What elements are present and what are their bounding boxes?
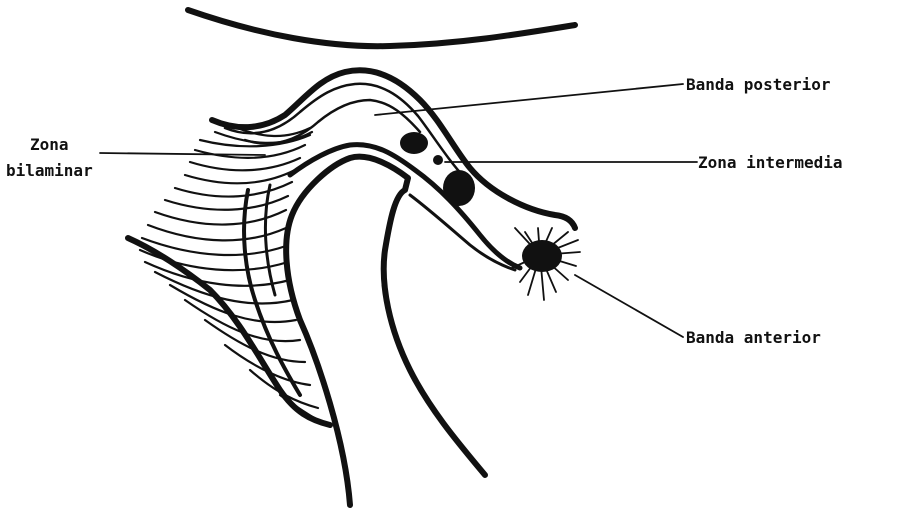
label-zona-bilaminar-line2: bilaminar — [6, 161, 93, 180]
zona-intermedia-patch-3 — [433, 155, 443, 165]
label-banda-posterior: Banda posterior — [686, 75, 831, 94]
disc-inner-line-1 — [225, 84, 465, 178]
zona-intermedia-patch-2 — [443, 170, 475, 206]
banda-anterior-core — [522, 240, 562, 272]
zona-intermedia-patch-1 — [400, 132, 428, 154]
fossa-arc — [188, 10, 575, 46]
disc-lower-line-2 — [410, 195, 515, 270]
label-banda-anterior: Banda anterior — [686, 328, 821, 347]
leader-zona-bilaminar — [100, 153, 265, 155]
leader-banda-anterior — [575, 275, 683, 337]
disc-lower-contour — [290, 145, 520, 268]
label-zona-bilaminar-line1: Zona — [30, 135, 69, 154]
label-zona-intermedia: Zona intermedia — [698, 153, 843, 172]
